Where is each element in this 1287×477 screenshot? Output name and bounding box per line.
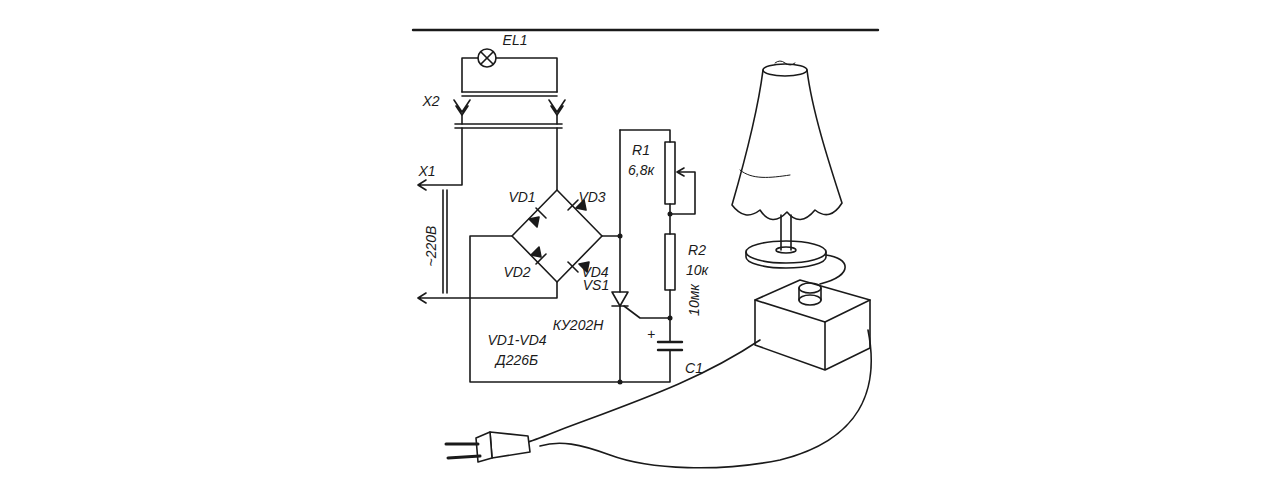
type-label: КУ202Н (553, 318, 604, 332)
part-name: EL1 (503, 33, 528, 47)
wire (556, 128, 558, 190)
resistor-symbol (665, 142, 675, 204)
wire (602, 130, 620, 382)
resistor-symbol (665, 234, 675, 290)
wire (470, 236, 620, 382)
top-rule (413, 29, 878, 31)
wiper (670, 168, 695, 214)
type-label: Д226Б (496, 353, 538, 367)
lamp-symbol (478, 49, 496, 67)
part-name: VS1 (583, 278, 609, 292)
wire (462, 58, 557, 92)
value-label: 6,8к (628, 163, 654, 177)
thyristor-symbol (612, 292, 670, 318)
voltage-label: ~220В (424, 226, 438, 267)
wire (620, 350, 670, 382)
polarity-sign: + (647, 327, 655, 341)
part-name: X2 (422, 94, 439, 108)
part-name: R2 (688, 243, 706, 257)
power-cord (528, 330, 871, 468)
wire (620, 130, 670, 142)
junction-dot (618, 212, 673, 385)
value-label: 10мк (687, 284, 701, 316)
part-name: X1 (418, 164, 435, 178)
wire (418, 282, 557, 303)
cord (442, 190, 444, 293)
part-name: C1 (685, 361, 703, 375)
wire (418, 128, 462, 190)
cord (446, 190, 448, 293)
part-name: R1 (632, 143, 650, 157)
table-lamp (732, 61, 845, 284)
dimmer-box (755, 280, 870, 370)
mains-plug (446, 432, 530, 462)
value-label: 10к (686, 263, 708, 277)
part-name: VD3 (578, 190, 605, 204)
part-name: VD4 (581, 265, 608, 279)
wire (669, 204, 671, 234)
capacitor-symbol (658, 342, 682, 350)
part-name: VD2 (503, 265, 530, 279)
connector-symbol (454, 92, 565, 128)
part-name: VD1 (508, 190, 535, 204)
part-name: VD1-VD4 (487, 333, 546, 347)
